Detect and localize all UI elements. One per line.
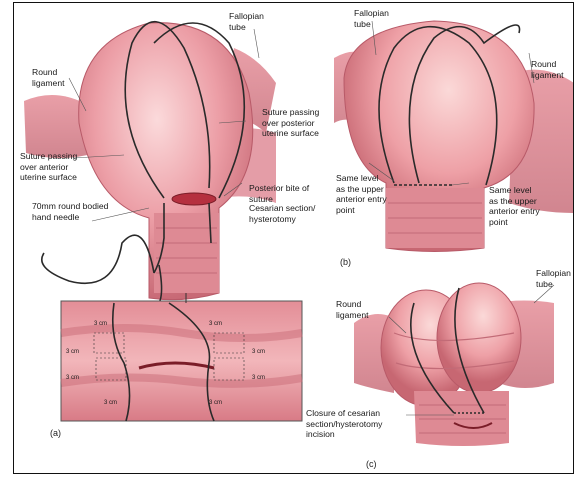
panel-a-inset <box>61 293 302 421</box>
label-a-fallopian: Fallopian tube <box>229 11 264 32</box>
label-a-needle: 70mm round bodied hand needle <box>32 201 108 222</box>
label-c-closure: Closure of cesarian section/hysterotomy … <box>306 408 382 440</box>
label-a-bite: Posterior bite of suture <box>249 183 309 204</box>
label-a-post: Suture passing over posterior uterine su… <box>262 107 319 139</box>
inset-label-5: 3 cm <box>209 319 222 330</box>
label-b-same-left: Same level as the upper anterior entry p… <box>336 173 387 215</box>
inset-label-6: 3 cm <box>252 347 265 358</box>
inset-label-8: 3 cm <box>209 398 222 409</box>
inset-label-4: 3 cm <box>104 398 117 409</box>
label-a-ant: Suture passing over anterior uterine sur… <box>20 151 77 183</box>
illustration <box>14 3 574 474</box>
caption-b: (b) <box>340 257 351 267</box>
label-a-round: Round ligament <box>32 67 64 88</box>
figure-frame: Fallopian tube Round ligament Suture pas… <box>13 2 574 474</box>
inset-label-3: 3 cm <box>66 373 79 384</box>
label-c-round: Round ligament <box>336 299 368 320</box>
label-b-same-right: Same level as the upper anterior entry p… <box>489 185 540 227</box>
inset-label-2: 3 cm <box>66 347 79 358</box>
inset-label-1: 3 cm <box>94 319 107 330</box>
label-a-cs: Cesarian section/ hysterotomy <box>249 203 315 224</box>
panel-c-uterus <box>354 283 554 446</box>
label-b-round: Round ligament <box>531 59 563 80</box>
caption-a: (a) <box>50 428 61 438</box>
caption-c: (c) <box>366 459 377 469</box>
inset-label-7: 3 cm <box>252 373 265 384</box>
label-b-fallopian: Fallopian tube <box>354 8 389 29</box>
label-c-fallopian: Fallopian tube <box>536 268 571 289</box>
